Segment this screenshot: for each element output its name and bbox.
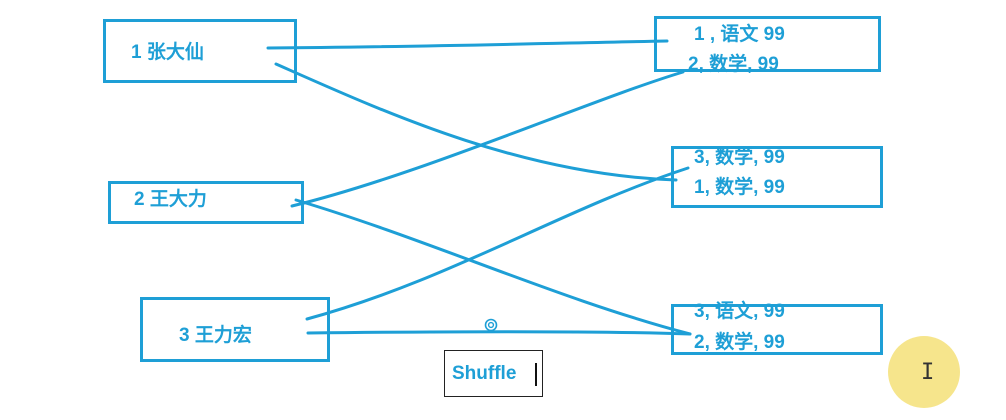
score-box-1 [654, 16, 881, 72]
link-line-5 [305, 166, 690, 321]
score-box-2 [671, 146, 883, 208]
student-label-1: 1 张大仙 [131, 42, 204, 63]
score-line-3-2: 2, 数学, 99 [694, 332, 785, 353]
score-line-3-1: 3, 语文, 99 [694, 301, 785, 322]
student-box-3 [140, 297, 330, 362]
link-line-1 [266, 39, 669, 50]
score-line-2-2: 1, 数学, 99 [694, 177, 785, 198]
student-box-2 [108, 181, 304, 224]
shuffle-textbox[interactable]: Shuffle [444, 350, 543, 397]
spinner-icon [484, 318, 498, 332]
link-line-2 [274, 62, 678, 182]
link-line-3 [290, 70, 685, 208]
score-line-2-1: 3, 数学, 99 [694, 147, 785, 168]
student-label-2: 2 王大力 [134, 189, 207, 210]
link-line-6 [306, 330, 692, 336]
student-label-3: 3 王力宏 [179, 325, 252, 346]
links-layer [266, 39, 692, 336]
shuffle-label: Shuffle [452, 363, 517, 384]
score-line-1-2: 2, 数学, 99 [688, 54, 779, 75]
score-line-1-1: 1 , 语文 99 [694, 24, 785, 45]
cursor-highlight [888, 336, 960, 408]
score-box-3 [671, 304, 883, 355]
text-caret [535, 363, 537, 386]
ibeam-cursor-icon: I [921, 360, 935, 385]
student-box-1 [103, 19, 297, 83]
link-line-4 [294, 198, 692, 336]
